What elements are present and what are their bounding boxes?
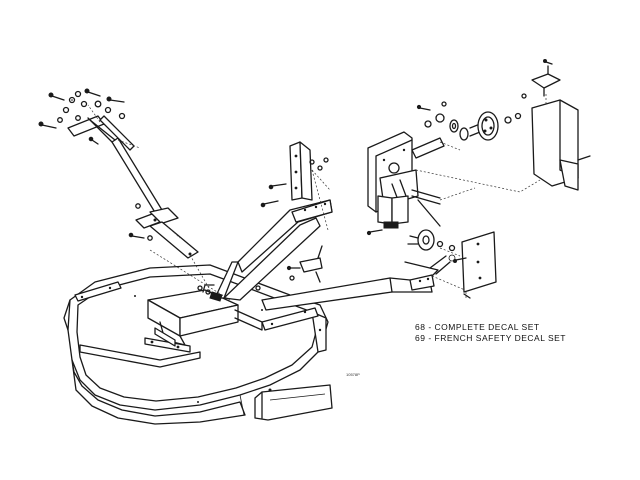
decal-legend: 68 - COMPLETE DECAL SET 69 - FRENCH SAFE…: [415, 322, 566, 344]
bolt-icon: [88, 136, 99, 145]
washer-icon: [118, 112, 126, 120]
bolt-icon: [106, 96, 125, 103]
bolt-icon: [48, 92, 65, 101]
bolt-icon: [453, 257, 467, 263]
bolt-icon: [366, 229, 383, 236]
bearing-icon: [459, 127, 469, 141]
bolt-icon: [260, 200, 279, 208]
lift-bracket: [197, 245, 323, 295]
input-gearbox-assembly: [366, 131, 476, 236]
nut-icon: [68, 96, 76, 104]
bolt-icon: [416, 104, 431, 111]
drawbar-tongue: [261, 254, 466, 311]
nut-icon: [317, 165, 323, 171]
nut-icon: [448, 244, 456, 252]
legend-row-69: 69 - FRENCH SAFETY DECAL SET: [415, 333, 566, 343]
nut-icon: [62, 106, 70, 114]
nut-icon: [57, 117, 63, 123]
lower-pulley-assembly: [407, 199, 497, 300]
nut-icon: [424, 120, 432, 128]
washer-icon: [74, 90, 82, 98]
leader-lines: [149, 169, 541, 301]
nut-icon: [521, 93, 527, 99]
shaft-and-pulley: [416, 101, 522, 151]
legend-row-68: 68 - COMPLETE DECAL SET: [415, 322, 540, 332]
washer-icon: [94, 100, 102, 108]
bolt-icon: [84, 88, 101, 97]
stabilizer-links: [67, 104, 211, 291]
washer-icon: [435, 113, 445, 123]
pulley-icon: [417, 229, 435, 251]
nut-icon: [309, 159, 315, 165]
bolt-icon: [38, 121, 57, 129]
bolt-icon: [543, 59, 553, 65]
washer-icon: [323, 157, 329, 163]
washer-icon: [80, 100, 88, 108]
pulley-icon: [477, 111, 499, 141]
nut-icon: [135, 203, 141, 209]
nut-icon: [75, 115, 81, 121]
nut-icon: [104, 106, 112, 114]
nut-icon: [441, 101, 447, 107]
belt-shield: [521, 59, 591, 191]
center-bracket: [260, 141, 331, 208]
bolt-icon: [286, 265, 301, 271]
nut-icon: [514, 112, 522, 120]
nut-icon: [289, 275, 295, 281]
left-hardware-group: [38, 88, 153, 241]
bolt-icon: [268, 183, 287, 190]
nut-icon: [147, 235, 153, 241]
washer-icon: [436, 240, 444, 248]
drawing-code: 10578P: [346, 372, 360, 377]
a-frame-tower: [202, 199, 333, 302]
bearing-icon: [449, 119, 459, 133]
bolt-icon: [128, 232, 145, 239]
washer-icon: [504, 116, 512, 124]
